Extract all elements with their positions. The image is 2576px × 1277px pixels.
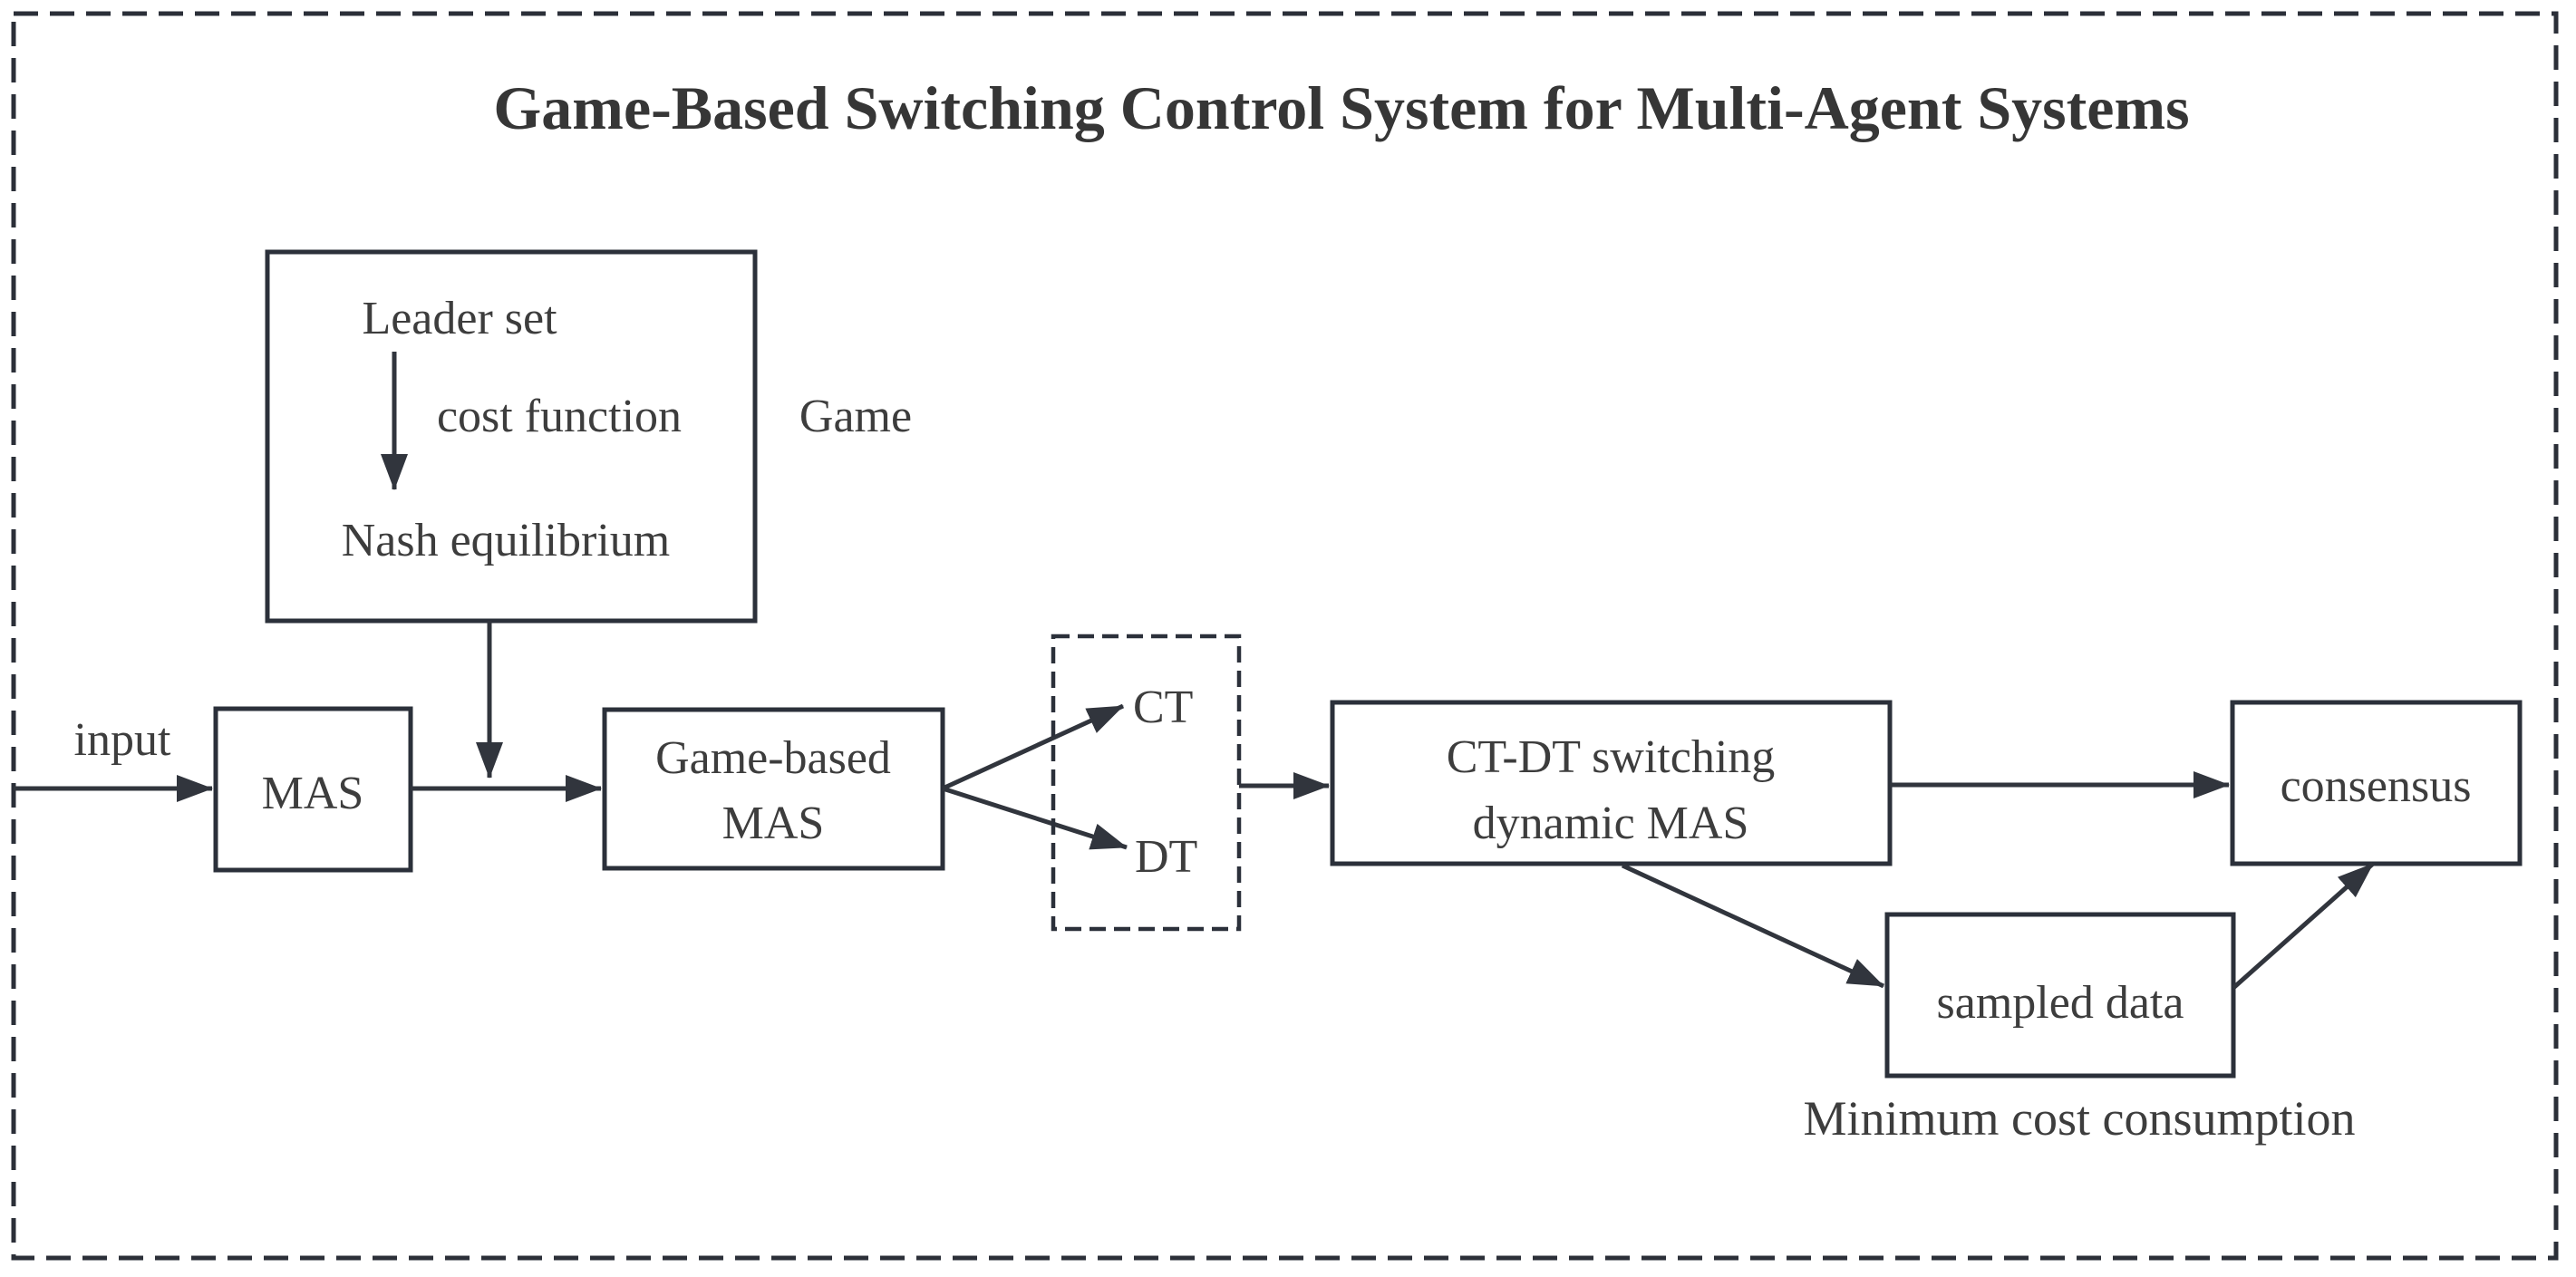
ctdt-to-sampled-arrow (1621, 863, 1885, 989)
ct-label: CT (1133, 682, 1193, 733)
gbmas-to-dt-arrow (942, 786, 1128, 850)
leader-set-label: Leader set (362, 293, 557, 344)
min-cost-caption: Minimum cost consumption (1803, 1091, 2355, 1146)
mas-box (213, 706, 413, 873)
input-label: input (74, 714, 171, 766)
ctdt-switching-box (1330, 700, 1893, 866)
mas-label: MAS (262, 768, 364, 819)
dt-label: DT (1135, 831, 1197, 883)
game-based-mas-label-line2: MAS (722, 798, 825, 849)
ctdt-label-line2: dynamic MAS (1473, 798, 1749, 849)
nash-equilibrium-label: Nash equilibrium (342, 515, 671, 566)
game-based-mas-label-line1: Game-based (655, 732, 891, 784)
game-label: Game (799, 391, 912, 442)
sampled-to-consensus-arrow (2232, 862, 2375, 990)
ctdt-label-line1: CT-DT switching (1447, 731, 1776, 783)
sampled-data-label: sampled data (1937, 977, 2184, 1029)
game-based-mas-box (602, 707, 945, 871)
consensus-box (2230, 700, 2523, 866)
cost-function-label: cost function (437, 391, 682, 442)
gbmas-to-ct-arrow (941, 703, 1125, 791)
outer-dashed-border (11, 11, 2559, 1261)
consensus-label: consensus (2281, 760, 2472, 812)
diagram-title: Game-Based Switching Control System for … (493, 73, 2189, 142)
ct-dt-selector-box (1051, 634, 1242, 932)
game-box (265, 249, 758, 624)
sampled-data-box (1884, 912, 2236, 1079)
